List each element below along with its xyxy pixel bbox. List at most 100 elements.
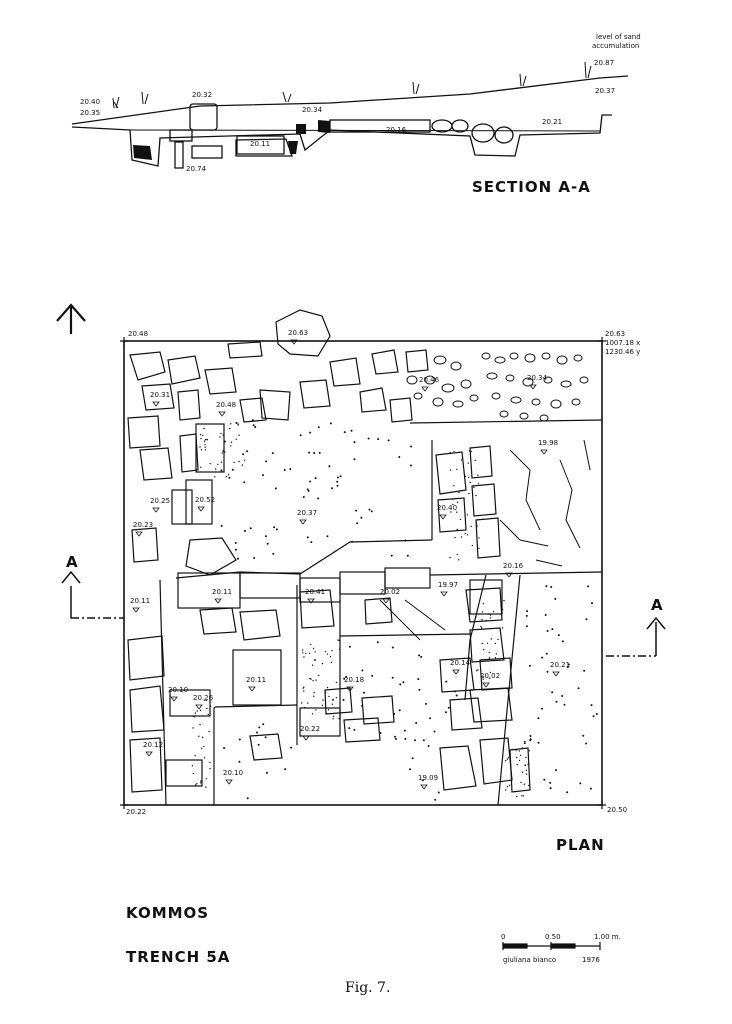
stipple-dot xyxy=(301,702,303,704)
stipple-dot xyxy=(524,740,526,743)
level-marker-icon xyxy=(290,339,298,345)
sand-note-line2: accumulation xyxy=(592,42,640,50)
stipple-dot xyxy=(476,525,478,527)
stipple-dot xyxy=(545,652,548,655)
stipple-dot xyxy=(449,556,451,559)
stipple-dot xyxy=(198,735,200,737)
stipple xyxy=(191,419,598,801)
stipple-dot xyxy=(353,441,356,444)
stipple-dot xyxy=(464,475,467,477)
stipple-dot xyxy=(528,750,531,752)
stipple-dot xyxy=(222,471,224,473)
stipple-dot xyxy=(566,666,569,668)
stipple-dot xyxy=(203,440,206,442)
stipple-dot xyxy=(317,426,320,429)
stipple-dot xyxy=(355,509,358,512)
stipple-dot xyxy=(238,760,241,763)
level-label: 20.26 xyxy=(193,694,214,702)
stipple-dot xyxy=(529,738,532,741)
stipple-dot xyxy=(590,704,593,707)
section-elev-20-40: 20.40 xyxy=(80,98,101,106)
level-marker-icon xyxy=(248,686,256,692)
stipple-dot xyxy=(583,669,586,672)
stipple-dot xyxy=(224,451,226,453)
stipple-dot xyxy=(410,464,412,467)
stipple-dot xyxy=(526,610,528,613)
wall-block xyxy=(339,571,386,595)
level-label: 20.14 xyxy=(450,659,471,667)
stipple-dot xyxy=(243,481,246,484)
stipple-dot xyxy=(587,585,590,588)
stipple-dot xyxy=(196,710,198,712)
stipple-dot xyxy=(230,441,233,443)
section-title: SECTION A-A xyxy=(472,178,591,196)
stipple-dot xyxy=(310,541,313,544)
level-marker-icon xyxy=(170,696,178,702)
stipple-dot xyxy=(563,703,566,706)
section-elev-20-74: 20.74 xyxy=(186,165,207,173)
stipple-dot xyxy=(495,653,497,655)
stipple-dot xyxy=(299,434,302,437)
stipple-dot xyxy=(508,784,511,786)
stipple-dot xyxy=(191,765,194,767)
stipple-dot xyxy=(449,469,452,471)
level-label: 20.18 xyxy=(344,676,365,684)
stipple-dot xyxy=(356,522,359,525)
section-elev-20-35: 20.35 xyxy=(80,109,101,117)
stipple-dot xyxy=(304,706,306,709)
stipple-dot xyxy=(455,694,458,697)
stipple-dot xyxy=(456,501,459,503)
stipple-dot xyxy=(201,747,203,749)
stipple-dot xyxy=(482,603,485,605)
stipple-dot xyxy=(434,798,437,801)
stipple-dot xyxy=(214,468,217,470)
section-marker-left xyxy=(61,570,124,619)
level-label: 20.10 xyxy=(223,769,244,777)
stipple-dot xyxy=(554,598,557,600)
stipple-dot xyxy=(314,651,316,653)
stipple-dot xyxy=(290,746,293,749)
stipple-dot xyxy=(313,695,315,697)
stipple-dot xyxy=(445,680,448,683)
level-marker-icon xyxy=(552,671,560,677)
stipple-dot xyxy=(244,530,246,532)
stipple-dot xyxy=(422,779,424,782)
stipple-dot xyxy=(393,712,396,715)
stipple-dot xyxy=(312,647,315,650)
stipple-dot xyxy=(368,508,371,511)
stipple-dot xyxy=(238,460,240,463)
wall-block xyxy=(384,567,431,589)
stipple-dot xyxy=(254,426,257,428)
plan-drawing xyxy=(120,309,606,809)
stipple-dot xyxy=(229,427,231,430)
stipple-dot xyxy=(246,797,249,800)
stipple-dot xyxy=(223,440,226,443)
stipple-dot xyxy=(246,450,249,453)
north-arrow xyxy=(56,303,86,334)
stipple-dot xyxy=(339,475,342,478)
stipple-dot xyxy=(271,452,274,455)
stipple-dot xyxy=(489,671,492,674)
stipple-dot xyxy=(209,705,212,707)
stipple-dot xyxy=(521,795,523,797)
credit-name: giuliana bianco xyxy=(503,956,557,964)
stipple-dot xyxy=(335,681,338,684)
stipple-dot xyxy=(470,450,472,453)
stipple-dot xyxy=(494,657,497,659)
stipple-dot xyxy=(361,704,364,707)
stipple-dot xyxy=(447,706,450,709)
stipple-dot xyxy=(326,535,329,538)
stipple-dot xyxy=(501,627,504,629)
stipple-dot xyxy=(234,548,237,551)
wall-block xyxy=(239,572,301,599)
stipple-dot xyxy=(497,638,499,641)
stipple-dot xyxy=(525,769,528,771)
stipple-dot xyxy=(265,771,268,774)
stipple-dot xyxy=(220,461,223,463)
stipple-dot xyxy=(220,469,223,472)
stipple-dot xyxy=(398,456,401,458)
stipple-dot xyxy=(200,437,202,440)
stipple-dot xyxy=(525,773,528,775)
stipple-dot xyxy=(480,625,482,628)
stipple-dot xyxy=(303,690,305,692)
